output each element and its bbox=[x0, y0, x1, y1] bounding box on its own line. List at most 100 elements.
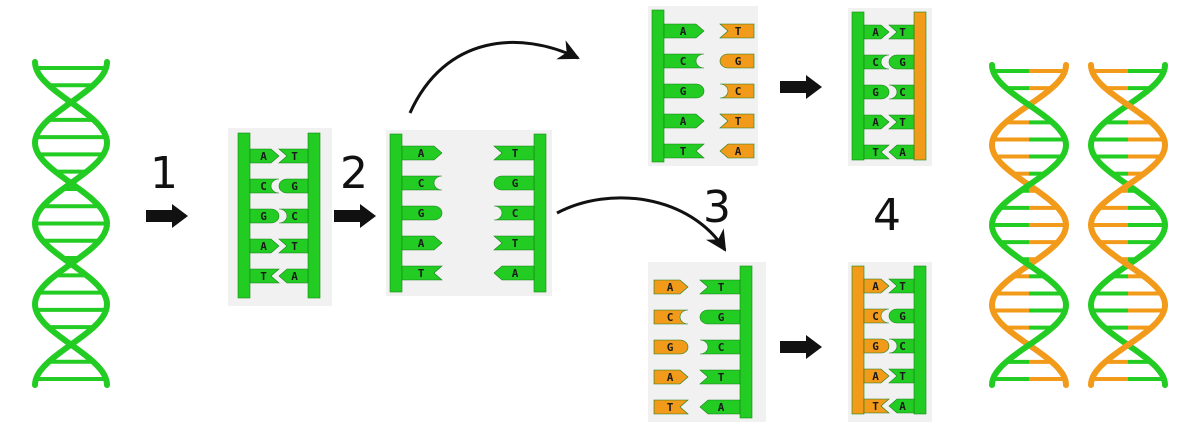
base-letter: T bbox=[735, 25, 742, 38]
nucleotide-base bbox=[863, 114, 890, 130]
base-letter: A bbox=[872, 116, 879, 129]
base-letter: T bbox=[899, 280, 906, 293]
base-letter: T bbox=[718, 371, 725, 384]
base-letter: T bbox=[872, 146, 879, 159]
step-1-arrow bbox=[146, 204, 188, 228]
base-letter: T bbox=[512, 237, 519, 250]
nucleotide-base bbox=[278, 178, 309, 194]
helix-strand bbox=[31, 59, 111, 388]
sugar-phosphate-backbone bbox=[913, 11, 927, 161]
base-letter: A bbox=[680, 25, 687, 38]
nucleotide-base bbox=[653, 339, 689, 355]
step-3-bottom-arrow bbox=[780, 335, 822, 359]
base-letter: G bbox=[899, 56, 906, 69]
nucleotide-base bbox=[663, 83, 705, 99]
nucleotide-base bbox=[663, 53, 705, 69]
base-letter: C bbox=[667, 311, 674, 324]
base-letter: G bbox=[680, 85, 687, 98]
helix-strand bbox=[988, 62, 1070, 388]
step-label-3: 3 bbox=[703, 182, 731, 233]
sugar-phosphate-backbone bbox=[913, 265, 927, 415]
base-letter: A bbox=[291, 270, 298, 283]
base-letter: A bbox=[667, 281, 674, 294]
base-letter: G bbox=[872, 86, 879, 99]
base-letter: T bbox=[291, 150, 298, 163]
nucleotide-base bbox=[653, 369, 689, 385]
nucleotide-base bbox=[888, 84, 915, 100]
base-letter: G bbox=[418, 207, 425, 220]
base-letter: C bbox=[260, 180, 267, 193]
base-letter: A bbox=[735, 145, 742, 158]
nucleotide-base bbox=[863, 54, 890, 70]
step-label-4: 4 bbox=[873, 190, 901, 241]
nucleotide-base bbox=[663, 23, 705, 39]
base-letter: A bbox=[872, 370, 879, 383]
sugar-phosphate-backbone bbox=[307, 132, 321, 299]
nucleotide-base bbox=[699, 309, 741, 325]
nucleotide-base bbox=[863, 24, 890, 40]
nucleotide-base bbox=[863, 278, 890, 294]
base-letter: T bbox=[512, 147, 519, 160]
base-letter: T bbox=[667, 401, 674, 414]
nucleotide-base bbox=[249, 208, 280, 224]
base-letter: G bbox=[667, 341, 674, 354]
nucleotide-base bbox=[663, 113, 705, 129]
nucleotide-base bbox=[249, 178, 280, 194]
base-letter: A bbox=[512, 267, 519, 280]
base-letter: T bbox=[718, 281, 725, 294]
nucleotide-base bbox=[278, 148, 309, 164]
base-letter: A bbox=[667, 371, 674, 384]
nucleotide-base bbox=[401, 145, 443, 161]
step-2-arrow bbox=[334, 204, 376, 228]
nucleotide-base bbox=[699, 369, 741, 385]
base-letter: G bbox=[718, 311, 725, 324]
nucleotide-base bbox=[863, 144, 890, 160]
base-letter: C bbox=[418, 177, 425, 190]
sugar-phosphate-backbone bbox=[739, 265, 753, 419]
base-letter: T bbox=[291, 240, 298, 253]
nucleotide-base bbox=[653, 399, 689, 415]
nucleotide-base bbox=[401, 235, 443, 251]
nucleotide-base bbox=[699, 279, 741, 295]
step-3-top-arrow bbox=[780, 75, 822, 99]
base-letter: G bbox=[872, 340, 879, 353]
base-letter: T bbox=[899, 116, 906, 129]
base-letter: C bbox=[680, 55, 687, 68]
step-label-1: 1 bbox=[150, 148, 178, 199]
nucleotide-base bbox=[719, 143, 755, 159]
nucleotide-base bbox=[401, 205, 443, 221]
base-letter: A bbox=[872, 280, 879, 293]
nucleotide-base bbox=[863, 338, 890, 354]
base-letter: T bbox=[418, 267, 425, 280]
step-label-2: 2 bbox=[340, 148, 368, 199]
nucleotide-base bbox=[278, 268, 309, 284]
nucleotide-base bbox=[278, 238, 309, 254]
base-letter: C bbox=[872, 56, 879, 69]
nucleotide-base bbox=[249, 148, 280, 164]
nucleotide-base bbox=[493, 145, 535, 161]
daughter-dna-helix-2 bbox=[1087, 62, 1169, 388]
base-letter: T bbox=[872, 400, 879, 413]
nucleotide-base bbox=[278, 208, 309, 224]
helix-strand bbox=[31, 59, 111, 388]
base-letter: A bbox=[872, 26, 879, 39]
nucleotide-base bbox=[888, 308, 915, 324]
nucleotide-base bbox=[249, 268, 280, 284]
sugar-phosphate-backbone bbox=[237, 132, 251, 299]
base-letter: G bbox=[260, 210, 267, 223]
base-letter: C bbox=[899, 340, 906, 353]
base-letter: A bbox=[899, 400, 906, 413]
nucleotide-base bbox=[888, 368, 915, 384]
nucleotide-base bbox=[663, 143, 705, 159]
parent-dna-helix bbox=[31, 59, 111, 388]
base-letter: A bbox=[680, 115, 687, 128]
nucleotide-base bbox=[888, 398, 915, 414]
nucleotide-base bbox=[719, 83, 755, 99]
sugar-phosphate-backbone bbox=[851, 11, 865, 161]
